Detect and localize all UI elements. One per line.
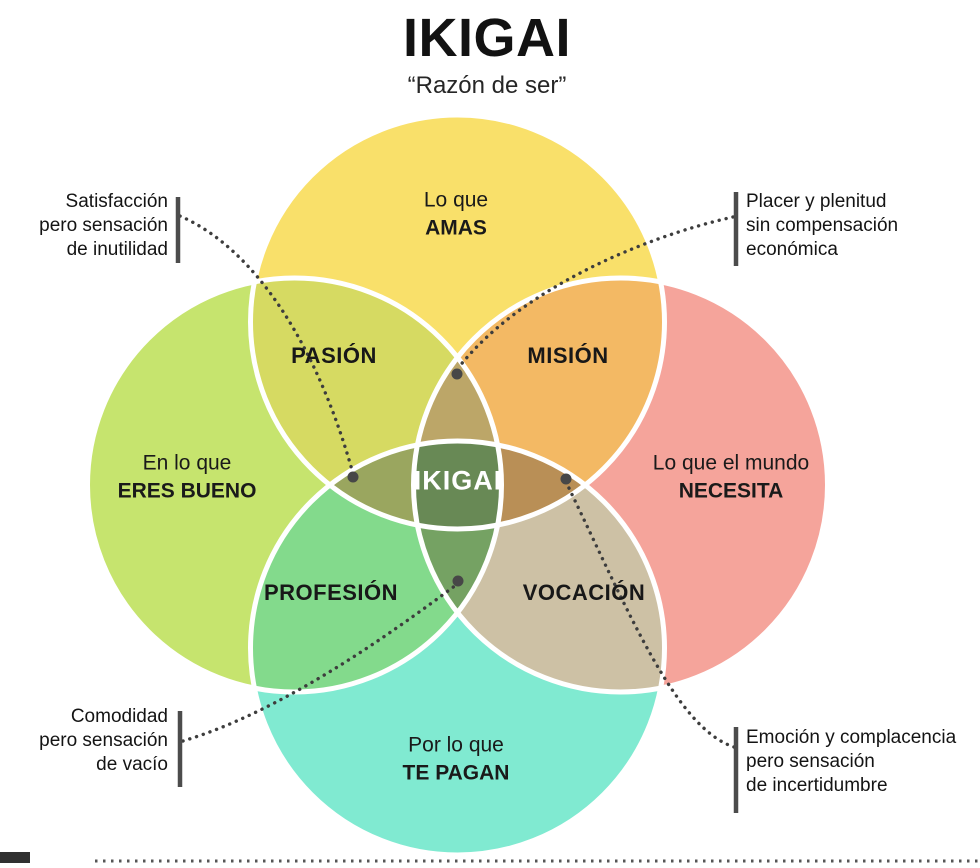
label-pasion: PASIÓN	[291, 343, 377, 368]
annotation-bottom-right: Emoción y complacencia pero sensación de…	[746, 726, 956, 798]
page-subtitle: “Razón de ser”	[407, 71, 567, 99]
annotation-bottom-left: Comodidad pero sensación de vacío	[39, 705, 168, 777]
label-necesita-main: NECESITA	[678, 480, 784, 503]
label-necesita-pre: Lo que el mundo	[652, 451, 810, 475]
label-profesion: PROFESIÓN	[263, 580, 399, 605]
label-eres-bueno-main: ERES BUENO	[117, 480, 257, 503]
annotation-line: Comodidad	[70, 706, 168, 727]
connector-dot-right	[560, 473, 572, 485]
label-eres-bueno-pre: En lo que	[142, 451, 232, 475]
circle-outline-bottom	[248, 438, 667, 858]
connector-bottom-left	[181, 583, 458, 743]
annotation-top-left: Satisfacción pero sensación de inutilida…	[39, 190, 168, 262]
annotation-line: sin compensación	[746, 215, 899, 236]
label-vocacion: VOCACIÓN	[522, 580, 646, 605]
annotation-line: pero sensación	[39, 215, 168, 236]
connector-dot-bottom	[452, 575, 464, 587]
annotation-line: Emoción y complacencia	[746, 727, 957, 748]
label-amas: Lo que AMAS	[424, 187, 488, 244]
label-te-pagan-main: TE PAGAN	[402, 762, 510, 785]
label-amas-pre: Lo que	[423, 188, 489, 212]
label-te-pagan-pre: Por lo que	[408, 733, 504, 757]
annotation-line: de inutilidad	[66, 239, 168, 260]
bottom-left-mark	[0, 852, 30, 863]
annotation-line: pero sensación	[746, 751, 875, 772]
label-necesita: Lo que el mundo NECESITA	[653, 450, 809, 507]
annotation-top-right: Placer y plenitud sin compensación econó…	[746, 190, 898, 262]
label-amas-main: AMAS	[425, 217, 487, 240]
connector-dot-top	[451, 368, 463, 380]
label-eres-bueno: En lo que ERES BUENO	[118, 450, 257, 507]
annotation-line: económica	[746, 239, 838, 260]
connector-dot-left	[347, 471, 359, 483]
page-title: IKIGAI	[402, 8, 572, 68]
connector-top-right	[457, 215, 735, 369]
label-te-pagan: Por lo que TE PAGAN	[403, 732, 510, 789]
label-mision: MISIÓN	[527, 343, 609, 368]
annotation-line: Placer y plenitud	[746, 191, 887, 212]
annotation-line: pero sensación	[39, 730, 168, 751]
annotation-line: de vacío	[96, 754, 168, 775]
title-block: IKIGAI “Razón de ser”	[403, 10, 571, 100]
label-ikigai-center: IKIGAI	[413, 465, 503, 496]
circle-outline-top	[248, 112, 667, 532]
annotation-line: Satisfacción	[65, 191, 168, 212]
connector-top-left	[178, 214, 354, 472]
annotation-line: de incertidumbre	[746, 775, 888, 796]
circle-outline-right	[411, 275, 830, 695]
